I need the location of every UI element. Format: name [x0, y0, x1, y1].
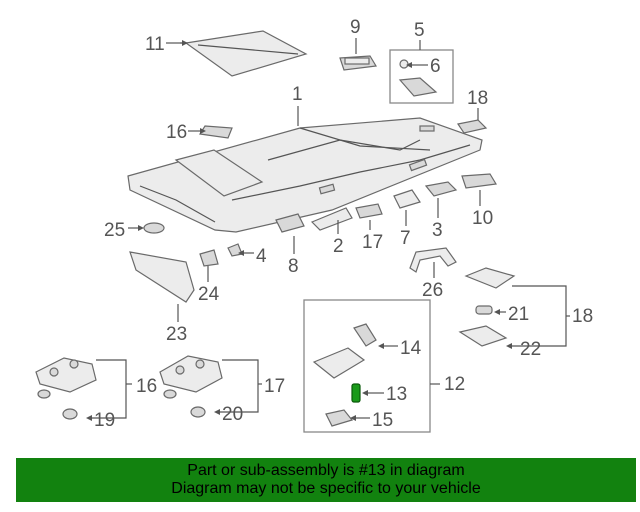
part-23-trim	[129, 251, 195, 303]
parts-diagram: 11 9 5 6 18 16 1 10	[35, 17, 593, 433]
part-20-bulb	[190, 406, 206, 418]
callout-12: 12	[444, 374, 465, 395]
banner-line-2: Diagram may not be specific to your vehi…	[171, 480, 481, 497]
banner-line-1: Part or sub-assembly is #13 in diagram	[187, 462, 465, 479]
group-box-12	[303, 299, 431, 433]
callout-18-top: 18	[467, 88, 488, 109]
part-21-bulb	[475, 305, 493, 315]
callout-5: 5	[414, 20, 425, 41]
callout-3: 3	[432, 220, 443, 241]
callout-6: 6	[430, 56, 441, 77]
part-1-headliner	[127, 117, 483, 233]
part-18-upper	[457, 119, 488, 134]
callout-21: 21	[508, 304, 529, 325]
part-10-lamp	[461, 173, 497, 189]
part-16-console	[35, 357, 97, 399]
callout-2: 2	[333, 236, 344, 257]
part-map-lamp-body	[312, 347, 366, 379]
part-7-hook	[393, 189, 421, 209]
callout-7: 7	[400, 228, 411, 249]
part-2-bracket	[310, 207, 353, 231]
info-banner: Part or sub-assembly is #13 in diagram D…	[16, 458, 636, 502]
callout-26: 26	[422, 280, 443, 301]
callout-20: 20	[222, 404, 243, 425]
part-9-lamp	[339, 55, 377, 71]
part-17-pad	[355, 203, 383, 219]
part-25-cap	[143, 222, 165, 234]
callout-23: 23	[166, 324, 187, 345]
part-26-grip	[409, 247, 457, 273]
callout-4: 4	[256, 246, 267, 267]
part-19-bulb	[62, 408, 78, 420]
callout-16-top: 16	[166, 122, 187, 143]
part-11-sunshade	[180, 30, 308, 77]
part-3-bracket	[424, 181, 458, 197]
callout-8: 8	[288, 256, 299, 277]
callout-9: 9	[350, 17, 361, 38]
part-16-pad	[199, 125, 233, 139]
callout-25: 25	[104, 220, 125, 241]
part-18-console	[464, 267, 516, 289]
callout-10: 10	[472, 208, 493, 229]
callout-1: 1	[292, 84, 303, 105]
callout-16-bottom: 16	[136, 376, 157, 397]
part-17-console	[159, 355, 223, 399]
part-15-lens	[325, 409, 354, 427]
callout-11: 11	[145, 34, 165, 55]
callout-17-mid: 17	[362, 232, 383, 253]
callout-18-right: 18	[572, 306, 593, 327]
part-14-wire	[353, 323, 377, 347]
callout-24: 24	[198, 284, 220, 305]
part-22-lens	[458, 325, 508, 347]
part-13-highlighted	[351, 383, 361, 403]
group-box-5	[389, 49, 454, 104]
part-6-clip	[398, 59, 438, 97]
part-24-clip	[199, 249, 219, 267]
callout-17-bottom: 17	[264, 376, 285, 397]
callout-15: 15	[372, 410, 393, 431]
callout-19: 19	[94, 410, 115, 431]
part-4-clip	[227, 243, 243, 257]
callout-22: 22	[520, 339, 541, 360]
callout-13: 13	[386, 384, 407, 405]
callout-14: 14	[400, 338, 422, 359]
part-8-lamp	[275, 213, 305, 233]
